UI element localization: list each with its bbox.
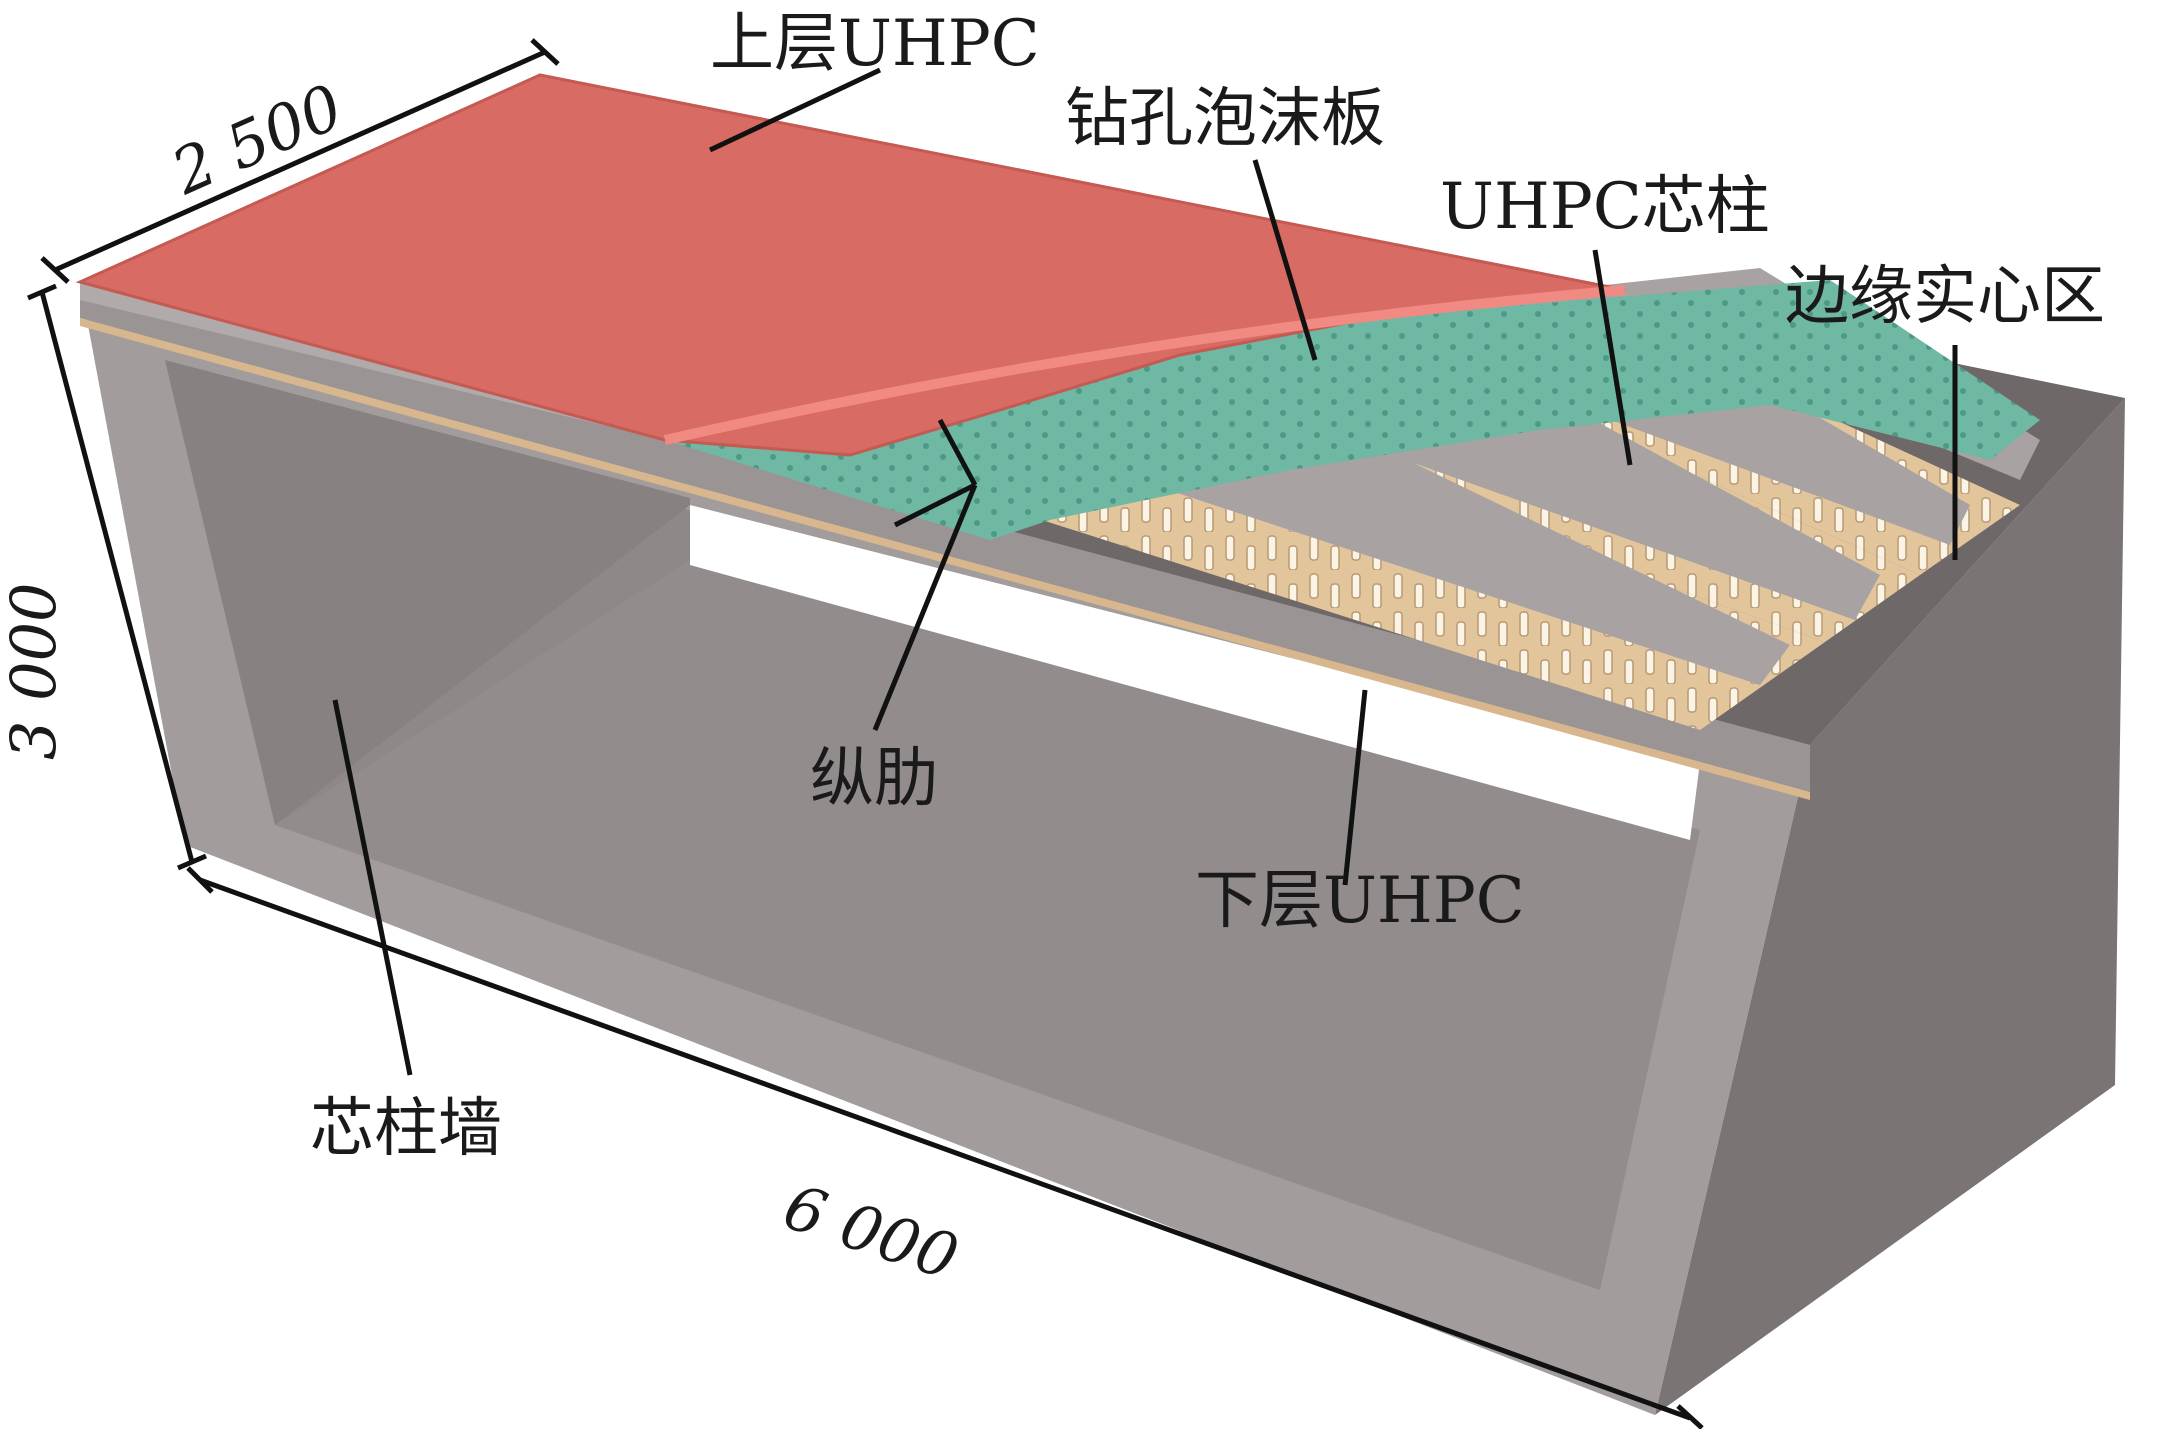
label-rib: 纵肋	[810, 742, 938, 816]
leader-foam-board	[1252, 159, 1318, 361]
leader-core-wall	[332, 699, 413, 1076]
label-foam-board: 钻孔泡沫板	[1065, 82, 1385, 156]
girder-structure	[75, 73, 2125, 1415]
label-top-uhpc: 上层UHPC	[710, 7, 1040, 81]
foam-board	[665, 280, 2040, 540]
interior-left-wall	[165, 360, 690, 825]
dim-line-width	[53, 49, 547, 273]
deck-gap	[690, 505, 1700, 840]
dim-line-length	[199, 877, 1691, 1421]
dim-length-label: 6 000	[775, 1170, 966, 1294]
dim-height-label: 3 000	[0, 583, 70, 761]
top-uhpc-edge	[663, 285, 1626, 445]
leader-bottom-uhpc	[1342, 689, 1368, 886]
bottom-slab-strip	[80, 282, 1810, 792]
leader-top-uhpc	[708, 67, 882, 153]
leader-rib-arrow	[937, 418, 978, 487]
label-bottom-uhpc: 下层UHPC	[1195, 864, 1525, 938]
dim-line-height	[39, 291, 195, 863]
label-edge-solid: 边缘实心区	[1785, 260, 2105, 334]
top-uhpc-layer	[75, 73, 1626, 457]
end-face	[1655, 398, 2125, 1415]
leader-rib	[872, 484, 978, 731]
label-core-wall: 芯柱墙	[310, 1092, 502, 1166]
callout-labels: 上层UHPC 钻孔泡沫板 UHPC芯柱 边缘实心区 纵肋 下层UHPC 芯柱墙	[310, 7, 2105, 1166]
label-uhpc-core: UHPC芯柱	[1440, 170, 1770, 244]
leader-lines	[332, 67, 1958, 1076]
leader-rib-arrow	[893, 482, 977, 528]
dimension-lines	[27, 38, 1704, 1429]
leader-uhpc-core	[1592, 249, 1633, 466]
